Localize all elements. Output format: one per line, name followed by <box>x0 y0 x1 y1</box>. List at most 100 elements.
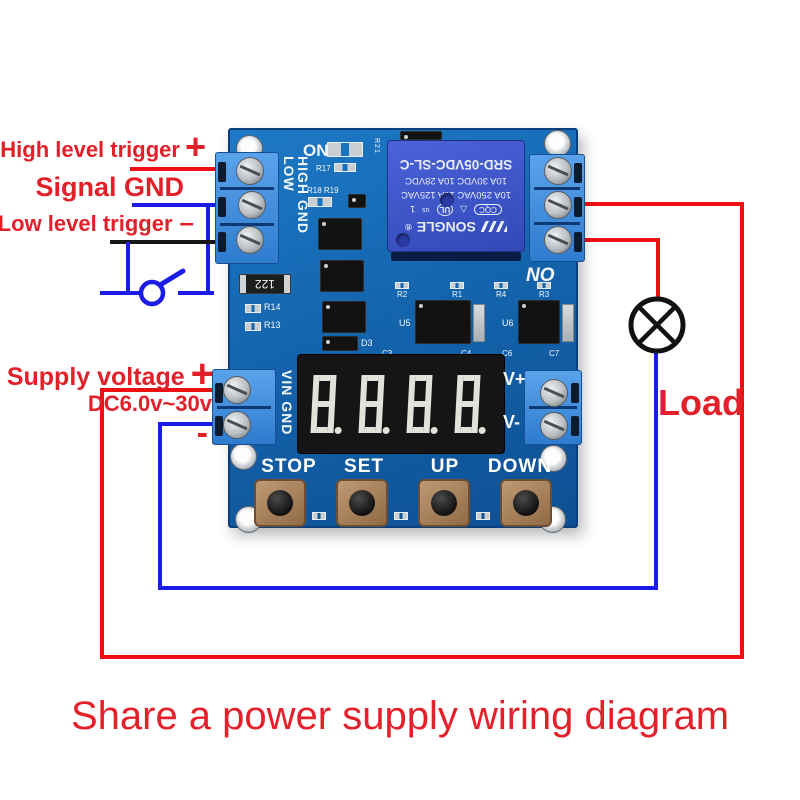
on-label: ON <box>303 141 329 160</box>
terminal-power-in <box>212 369 276 445</box>
relay-brand: SONGLE <box>416 219 476 235</box>
c4-label: C4 <box>461 350 471 358</box>
d3-label: D3 <box>361 338 373 348</box>
stop-button <box>254 479 306 527</box>
set-button <box>336 479 388 527</box>
relay-base <box>391 252 521 261</box>
terminal-relay-output <box>529 154 585 262</box>
smd-capacitor <box>562 304 574 342</box>
songle-flag-icon <box>480 221 507 233</box>
c6-label: C6 <box>502 349 513 358</box>
seven-seg-digit <box>406 375 433 433</box>
set-button-label: SET <box>344 456 384 477</box>
relay-dimple <box>440 193 454 207</box>
ccc-triangle-mark: △ <box>460 205 468 215</box>
c3-label: C3 <box>382 350 392 358</box>
wire-slot <box>215 416 223 436</box>
r14-label: R14 <box>264 302 281 312</box>
up-button-label: UP <box>430 456 460 477</box>
screw-nc <box>544 157 572 185</box>
relay: SONGLE ® CQC △ UL us 1 10A 250VAC 10A 12… <box>387 140 525 252</box>
mounting-hole <box>540 445 567 472</box>
label-high-level-trigger: High level trigger + <box>0 126 206 167</box>
label-supply-minus: - <box>0 414 208 452</box>
relay-dimple <box>396 233 410 247</box>
mosfet <box>415 300 471 344</box>
relay-rating-dc: 10A 30VDC 10A 28VDC <box>405 175 507 186</box>
lamp-cross-icon <box>637 305 677 345</box>
resistor-122: 122 <box>239 274 291 294</box>
stop-button-label: STOP <box>261 456 317 477</box>
screw-com <box>544 191 572 219</box>
r18-r19-pads <box>308 197 332 207</box>
label-low-level-trigger: Low level trigger – <box>0 207 194 237</box>
r4-label: R4 <box>496 290 507 299</box>
timer-relay-board: SONGLE ® CQC △ UL us 1 10A 250VAC 10A 12… <box>212 128 585 533</box>
smd-capacitor <box>473 304 485 342</box>
label-supply-voltage: Supply voltage + <box>6 352 214 396</box>
c7-label: C7 <box>549 349 560 358</box>
solder-pads <box>394 512 408 520</box>
wire-slot <box>218 197 226 217</box>
relay-model: SRD-05VDC-SL-C <box>399 157 513 172</box>
switch-lever-icon <box>157 268 186 288</box>
vminus-label: V- <box>503 412 521 432</box>
wire-slot <box>215 383 223 403</box>
terminal-voltage-out <box>524 370 582 445</box>
u6-label: U6 <box>502 318 514 328</box>
power-header-vin-gnd: VIN GND <box>279 370 295 436</box>
optocoupler <box>322 301 366 333</box>
up-button <box>418 479 470 527</box>
label-signal-gnd: Signal GND <box>35 172 184 202</box>
no-label: NO <box>526 265 555 286</box>
screw-low <box>236 226 264 254</box>
u5-label: U5 <box>399 318 411 328</box>
down-button <box>500 479 552 527</box>
r17-label: R17 <box>316 164 331 173</box>
switch-pivot-icon <box>138 279 166 307</box>
terminal-trigger <box>215 152 279 264</box>
seven-seg-digit <box>358 375 385 433</box>
wire-slot <box>571 416 579 436</box>
wire-no-to-load <box>578 238 660 301</box>
label-load: Load <box>658 382 744 423</box>
r21-label: R21 <box>373 138 380 154</box>
transistor <box>348 194 366 208</box>
wire-slot <box>574 197 582 217</box>
r2-label: R2 <box>397 290 408 299</box>
r2-pads <box>395 282 409 289</box>
minus-sign: – <box>179 207 194 237</box>
label-supply-range: DC6.0v~30v <box>87 391 212 416</box>
jumper-pads <box>327 142 363 157</box>
r13-label: R13 <box>264 320 281 330</box>
diode <box>322 336 358 351</box>
plus-sign: + <box>190 352 214 396</box>
seven-seg-digit <box>310 375 337 433</box>
wire-slot <box>218 232 226 252</box>
minus-sign: - <box>196 414 208 452</box>
relay-markings: SONGLE ® CQC △ UL us 1 10A 250VAC 10A 12… <box>390 143 522 249</box>
ul-us-mark: us <box>422 206 430 213</box>
optocoupler <box>318 218 362 250</box>
screw-vin <box>223 376 251 404</box>
screw-high <box>236 157 264 185</box>
optocoupler <box>320 260 364 292</box>
caption: Share a power supply wiring diagram <box>70 694 730 738</box>
mounting-hole <box>544 130 571 157</box>
seven-segment-display <box>297 354 505 454</box>
screw-gnd <box>238 191 266 219</box>
down-button-label: DOWN <box>487 456 553 477</box>
r3-label: R3 <box>539 290 550 299</box>
mosfet <box>518 300 560 344</box>
wire-slot <box>574 163 582 183</box>
r4-pads <box>494 282 508 289</box>
screw-vminus <box>540 412 568 440</box>
wire-slot <box>574 232 582 252</box>
wire-supply-negative-to-load <box>158 349 658 590</box>
screw-gnd-in <box>223 411 251 439</box>
r13-pads <box>245 322 261 331</box>
wire-slot <box>218 162 226 182</box>
r17-pads <box>334 163 356 172</box>
